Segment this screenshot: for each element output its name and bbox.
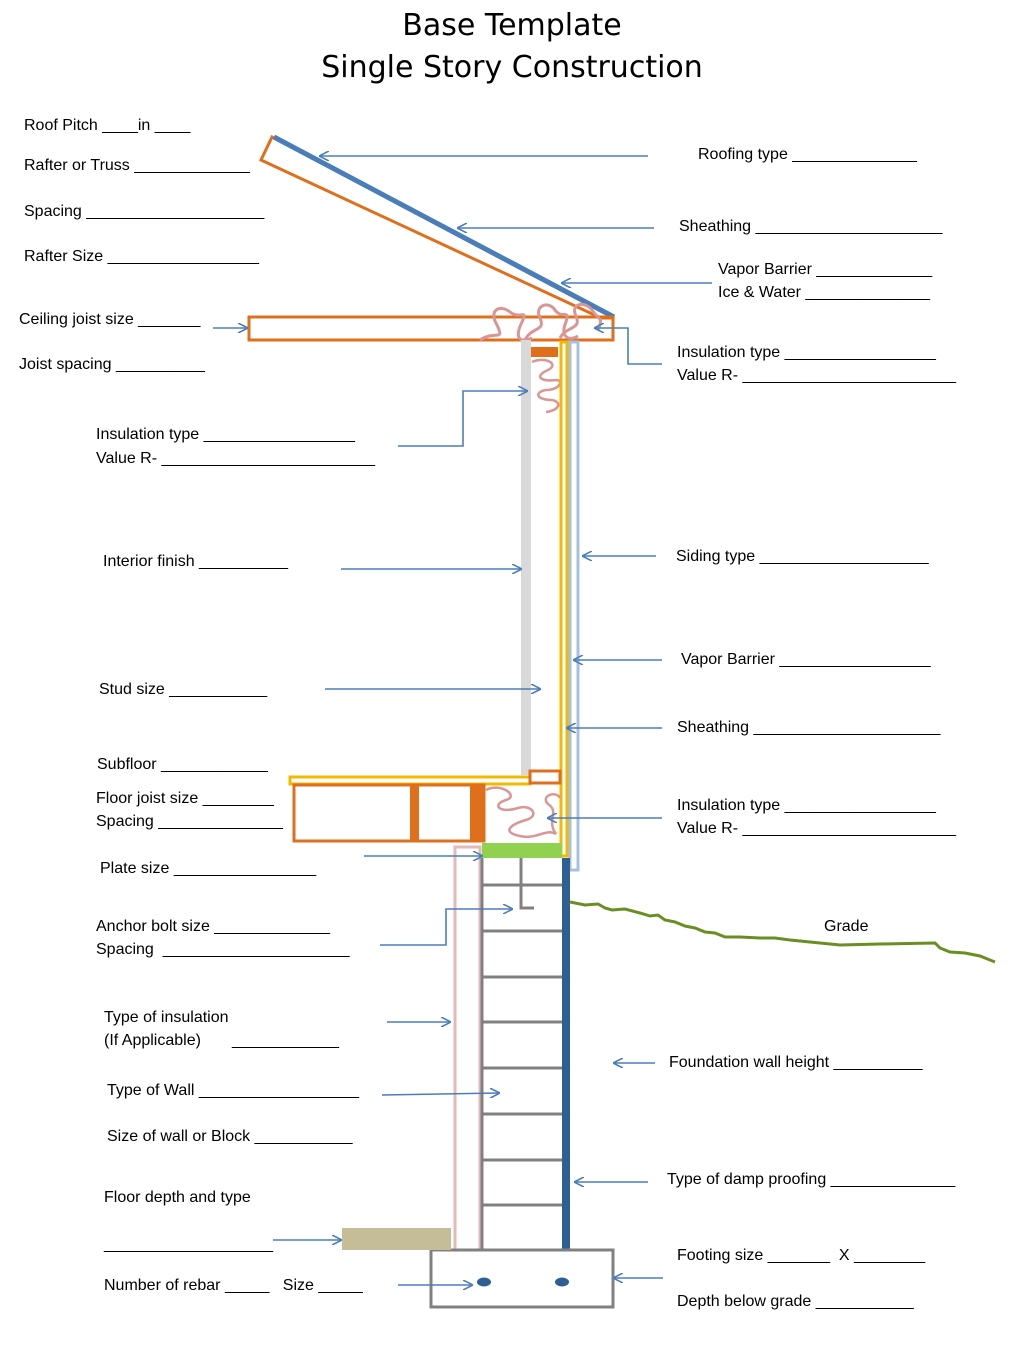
leader-arrows — [213, 156, 712, 1285]
label-value-r-ceiling: Value R- ________________________ — [677, 367, 957, 384]
label-ice-water: Ice & Water ______________ — [718, 284, 931, 301]
label-size-of-wall: Size of wall or Block ___________ — [107, 1128, 353, 1145]
rebar-1 — [477, 1277, 491, 1287]
label-floor-depth-blank: ___________________ — [104, 1236, 274, 1253]
label-floor-joist-size: Floor joist size ________ — [96, 790, 274, 807]
anchor-bolt — [519, 858, 534, 910]
label-value-r-rim: Value R- ________________________ — [677, 820, 957, 837]
label-rafter-or-truss: Rafter or Truss _____________ — [24, 157, 250, 174]
diagram-subtitle: Single Story Construction — [321, 50, 703, 85]
sill-plate — [482, 843, 562, 858]
ceiling-joist — [247, 315, 615, 342]
attic-insulation — [479, 302, 602, 342]
wall-sheathing — [559, 340, 569, 858]
label-if-applicable: (If Applicable) ____________ — [104, 1032, 339, 1049]
label-plate-size: Plate size ________________ — [100, 860, 317, 877]
label-type-of-wall: Type of Wall __________________ — [107, 1082, 360, 1099]
block-wall — [480, 858, 562, 1250]
rim-insulation — [485, 786, 562, 839]
bottom-plate — [528, 769, 562, 785]
label-type-of-insulation: Type of insulation — [104, 1009, 229, 1026]
label-siding-type: Siding type ___________________ — [676, 548, 929, 565]
label-joist-spacing: Joist spacing __________ — [19, 356, 205, 373]
foundation-insulation — [453, 845, 482, 1252]
floor-joist-web-1 — [410, 785, 419, 841]
label-damp-proofing: Type of damp proofing ______________ — [667, 1171, 956, 1188]
floor-slab — [342, 1228, 451, 1250]
label-insulation-type-ceiling: Insulation type _________________ — [677, 344, 936, 361]
label-sheathing-roof: Sheathing _____________________ — [679, 218, 943, 235]
arrow-anchor-bolt — [380, 909, 512, 946]
floor-joist — [292, 783, 486, 843]
grade-line — [569, 900, 996, 964]
label-stud-size: Stud size ___________ — [99, 681, 268, 698]
label-roof-pitch: Roof Pitch ____in ____ — [24, 117, 191, 134]
subfloor — [288, 775, 532, 786]
label-ceiling-joist-size: Ceiling joist size _______ — [19, 311, 201, 328]
wall-insulation — [531, 358, 562, 414]
label-rafter-size: Rafter Size _________________ — [24, 248, 259, 265]
label-insulation-type-rim: Insulation type _________________ — [677, 797, 936, 814]
roofing-line — [272, 134, 616, 320]
label-anchor-bolt-size: Anchor bolt size _____________ — [96, 918, 330, 935]
label-vapor-barrier-roof: Vapor Barrier _____________ — [718, 261, 933, 278]
label-floor-depth-type: Floor depth and type — [104, 1189, 251, 1206]
arrow-insulation-ceiling — [595, 328, 662, 365]
rebar-2 — [555, 1277, 569, 1287]
arrow-type-wall — [381, 1093, 499, 1095]
rim-joist — [470, 785, 484, 841]
label-insulation-type-wall: Insulation type _________________ — [96, 426, 355, 443]
label-depth-below-grade: Depth below grade ___________ — [677, 1293, 914, 1310]
top-plate — [531, 347, 558, 357]
label-subfloor: Subfloor ____________ — [97, 756, 268, 773]
label-rebar: Number of rebar _____ Size _____ — [104, 1277, 363, 1294]
label-vapor-barrier-wall: Vapor Barrier _________________ — [681, 651, 931, 668]
label-footing-size: Footing size _______ X ________ — [677, 1247, 926, 1264]
label-spacing-floor: Spacing ______________ — [96, 813, 283, 830]
label-spacing-anchor: Spacing _____________________ — [96, 941, 350, 958]
drywall — [521, 340, 531, 775]
wall-vapor-barrier — [568, 340, 580, 872]
diagram-title: Base Template — [402, 8, 622, 43]
label-value-r-wall: Value R- ________________________ — [96, 450, 376, 467]
label-sheathing-wall: Sheathing _____________________ — [677, 719, 941, 736]
label-roofing-type: Roofing type ______________ — [698, 146, 917, 163]
footing — [429, 1248, 615, 1309]
label-grade: Grade — [824, 918, 869, 935]
arrow-insulation-wall — [398, 391, 527, 447]
label-foundation-wall-height: Foundation wall height __________ — [669, 1054, 923, 1071]
label-interior-finish: Interior finish __________ — [103, 553, 289, 570]
label-spacing-roof: Spacing ____________________ — [24, 203, 265, 220]
